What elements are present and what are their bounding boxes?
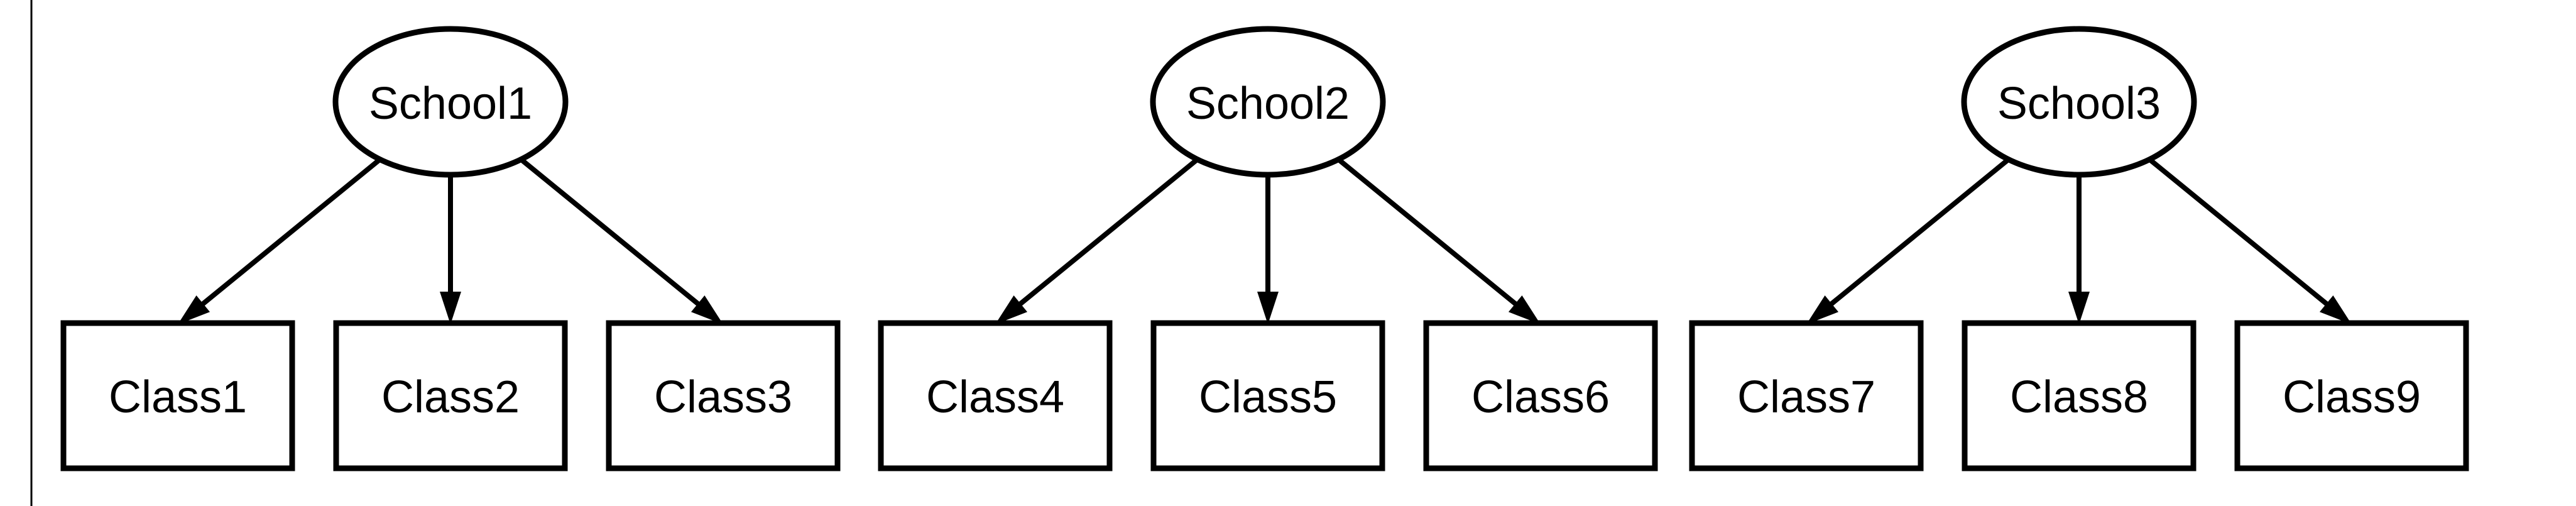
edge-school3-class8-arrowhead — [2068, 292, 2090, 324]
edge-school2-class6-line — [1336, 157, 1525, 312]
edge-school2-class4-arrowhead — [995, 295, 1028, 324]
node-class9-box — [2234, 320, 2469, 471]
edge-school1-class2-arrowhead — [440, 292, 461, 324]
node-class6-label: Class6 — [1471, 372, 1610, 422]
node-class7-box — [1689, 320, 1924, 471]
node-class5-box — [1150, 320, 1385, 471]
node-class8-box — [1962, 320, 2197, 471]
node-school3-ellipse — [1961, 26, 2197, 178]
node-school2-ellipse — [1150, 26, 1386, 178]
node-layer — [60, 26, 2469, 471]
node-class4-box — [878, 320, 1113, 471]
node-school3-label: School3 — [1997, 79, 2161, 129]
node-class7-label: Class7 — [1737, 372, 1875, 422]
node-class1-box — [60, 320, 295, 471]
node-class2-box — [333, 320, 568, 471]
edge-school1-class1-line — [194, 157, 382, 312]
edge-school3-class7-arrowhead — [1806, 295, 1839, 324]
edge-school2-class4-line — [1011, 157, 1199, 312]
node-class3-label: Class3 — [654, 372, 792, 422]
node-school1-label: School1 — [369, 79, 532, 129]
edge-school1-class3-line — [519, 157, 707, 312]
node-class8-label: Class8 — [2010, 372, 2148, 422]
node-class3-box — [606, 320, 841, 471]
node-class5-label: Class5 — [1199, 372, 1337, 422]
edge-school3-class9-line — [2148, 157, 2336, 312]
node-class4-label: Class4 — [926, 372, 1064, 422]
node-class1-label: Class1 — [109, 372, 247, 422]
node-class2-label: Class2 — [381, 372, 520, 422]
node-school1-ellipse — [332, 26, 569, 178]
node-school2-label: School2 — [1186, 79, 1350, 129]
node-class6-box — [1423, 320, 1658, 471]
edge-school2-class5-arrowhead — [1257, 292, 1279, 324]
edge-school1-class1-arrowhead — [178, 295, 210, 324]
edge-school3-class9-arrowhead — [2319, 295, 2352, 324]
node-class9-label: Class9 — [2283, 372, 2421, 422]
edge-school3-class7-line — [1822, 157, 2011, 312]
edge-school1-class3-arrowhead — [690, 295, 723, 324]
edge-layer — [178, 157, 2352, 324]
edge-school2-class6-arrowhead — [1508, 295, 1541, 324]
